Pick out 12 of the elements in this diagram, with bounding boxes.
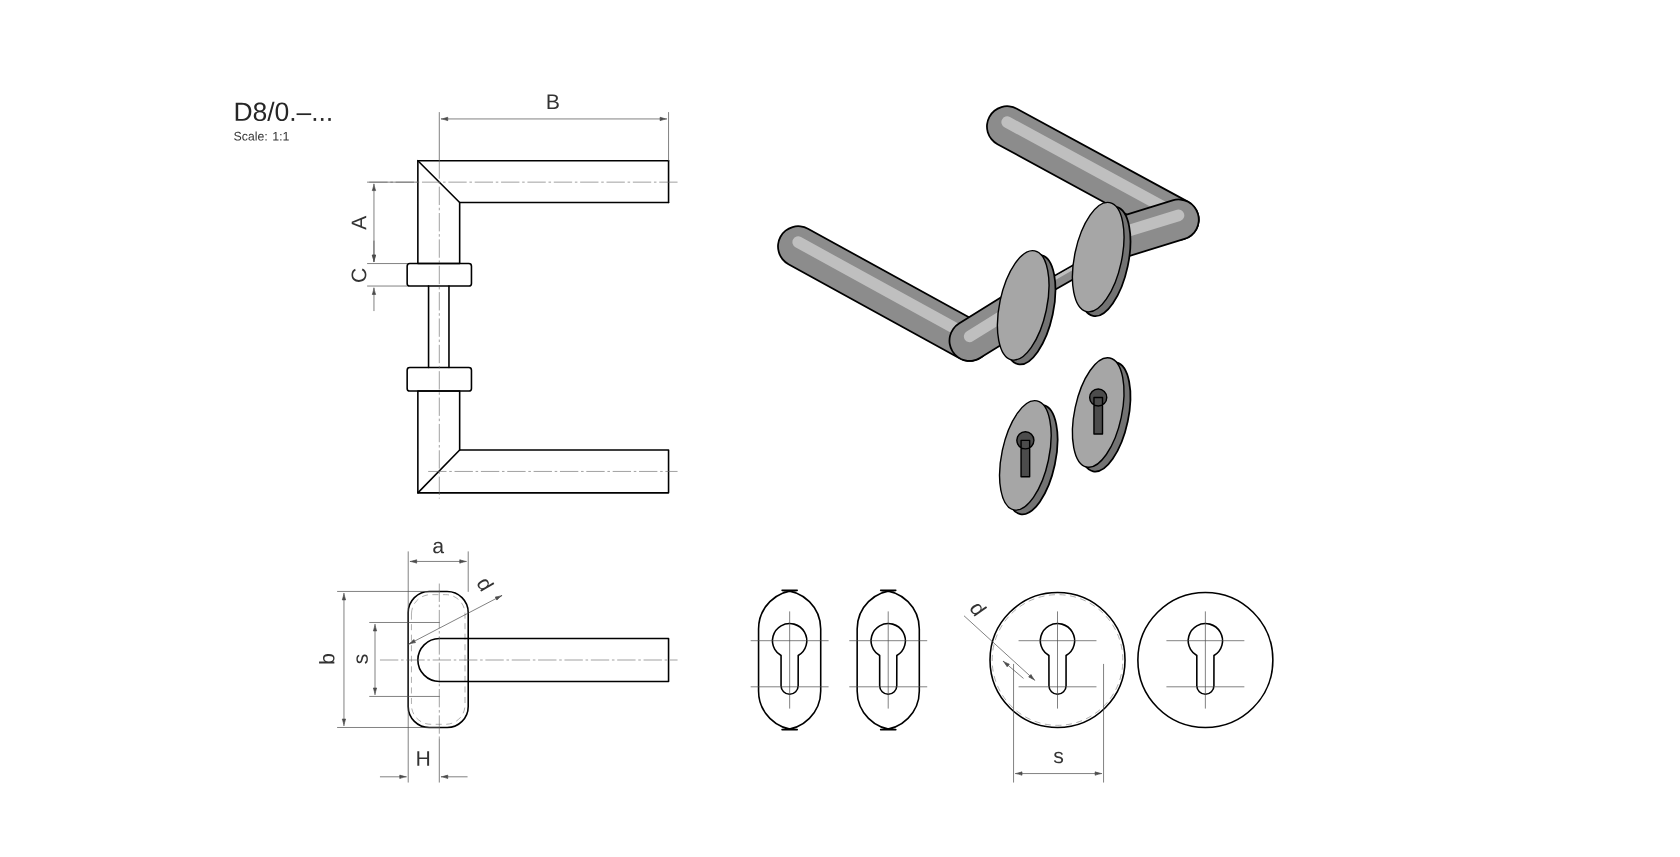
dimension-label: d [477,579,495,592]
dimension-label: C [351,268,367,282]
dimension-label: H [417,751,430,766]
dimension-label: a [433,541,445,554]
dimension-label: A [351,215,367,230]
dimension-label: d [970,603,988,617]
dimension-label: b [319,653,335,664]
dimension-label: B [547,94,559,109]
dimension-label: s [1053,751,1064,764]
drawing-title: D8/0.–... [235,101,331,122]
dimension-label: s [356,654,368,664]
scale-note: Scale: 1:1 [234,131,289,141]
